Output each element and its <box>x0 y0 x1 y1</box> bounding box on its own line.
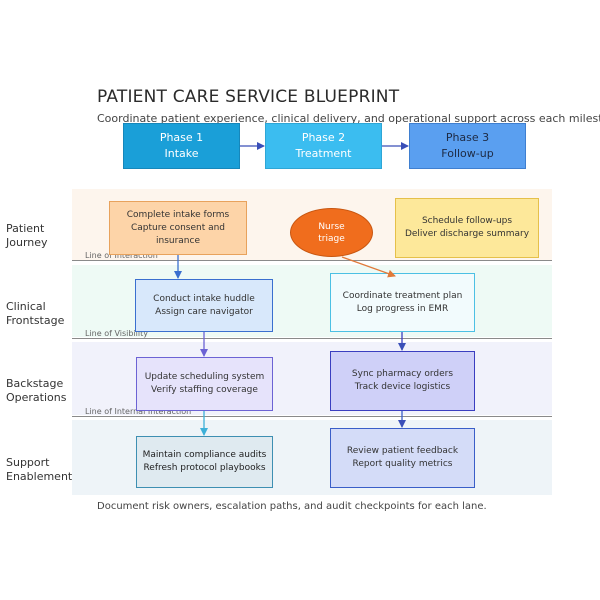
node-line: Nurse <box>318 221 345 232</box>
arrow-triage-to-treatment-plan <box>341 256 396 278</box>
line-of-interaction <box>72 260 552 261</box>
node-line: triage <box>318 233 345 244</box>
lane-label-line: Clinical <box>6 300 46 313</box>
phase-2-name: Treatment <box>295 147 352 160</box>
node-line: Refresh protocol playbooks <box>143 463 266 473</box>
node-line: Log progress in EMR <box>356 303 449 314</box>
node-line: Conduct intake huddle <box>153 293 255 304</box>
line-of-visibility-label: Line of Visibility <box>85 329 148 338</box>
node-line: Report quality metrics <box>352 459 453 469</box>
phase-3-followup: Phase 3 Follow-up <box>409 123 526 169</box>
node-sync-pharmacy-orders: Sync pharmacy orders Track device logist… <box>330 351 475 411</box>
page-title: PATIENT CARE SERVICE BLUEPRINT <box>97 87 400 107</box>
phase-3-number: Phase 3 <box>445 131 490 144</box>
node-line: Sync pharmacy orders <box>351 369 454 379</box>
line-of-internal-interaction <box>72 416 552 417</box>
lane-label-clinical-frontstage: Clinical Frontstage <box>6 300 64 328</box>
lane-label-line: Operations <box>6 391 67 404</box>
lane-label-line: Backstage <box>6 377 64 390</box>
lane-label-line: Support <box>6 456 50 469</box>
node-line: Complete intake forms <box>126 209 230 220</box>
node-maintain-compliance-audits: Maintain compliance audits Refresh proto… <box>136 436 273 488</box>
line-of-interaction-label: Line of Interaction <box>85 251 158 260</box>
node-line: Deliver discharge summary <box>404 229 530 239</box>
node-conduct-intake-huddle: Conduct intake huddle Assign care naviga… <box>135 279 273 332</box>
phase-3-name: Follow-up <box>441 147 494 160</box>
phase-1-intake: Phase 1 Intake <box>123 123 240 169</box>
node-line: Maintain compliance audits <box>142 450 267 460</box>
phase-2-treatment: Phase 2 Treatment <box>265 123 382 169</box>
node-line: Review patient feedback <box>346 446 459 456</box>
lane-label-backstage-operations: Backstage Operations <box>6 377 66 405</box>
lane-label-line: Journey <box>6 236 48 249</box>
node-complete-intake-forms: Complete intake forms Capture consent an… <box>109 201 247 255</box>
node-line: Capture consent and insurance <box>130 222 226 246</box>
node-line: Update scheduling system <box>144 372 265 382</box>
node-nurse-triage: Nurse triage <box>290 208 373 257</box>
phase-1-number: Phase 1 <box>159 131 204 144</box>
node-schedule-follow-ups: Schedule follow-ups Deliver discharge su… <box>395 198 539 258</box>
lane-label-line: Patient <box>6 222 45 235</box>
node-line: Schedule follow-ups <box>421 216 513 226</box>
line-of-internal-interaction-label: Line of Internal Interaction <box>85 407 192 416</box>
lane-label-line: Enablement <box>6 470 73 483</box>
node-line: Assign care navigator <box>155 306 253 317</box>
node-review-patient-feedback: Review patient feedback Report quality m… <box>330 428 475 488</box>
node-update-scheduling-system: Update scheduling system Verify staffing… <box>136 357 273 411</box>
lane-label-patient-journey: Patient Journey <box>6 222 48 250</box>
node-coordinate-treatment-plan: Coordinate treatment plan Log progress i… <box>330 273 475 332</box>
lane-label-line: Frontstage <box>6 314 65 327</box>
footer-note: Document risk owners, escalation paths, … <box>97 501 487 512</box>
phase-2-number: Phase 2 <box>301 131 346 144</box>
phase-1-name: Intake <box>164 147 199 160</box>
line-of-visibility <box>72 338 552 339</box>
node-line: Verify staffing coverage <box>151 385 258 395</box>
page-subtitle: Coordinate patient experience, clinical … <box>97 112 600 125</box>
node-line: Coordinate treatment plan <box>342 290 463 301</box>
node-line: Track device logistics <box>354 382 451 392</box>
lane-label-support-enablement: Support Enablement <box>6 456 72 484</box>
